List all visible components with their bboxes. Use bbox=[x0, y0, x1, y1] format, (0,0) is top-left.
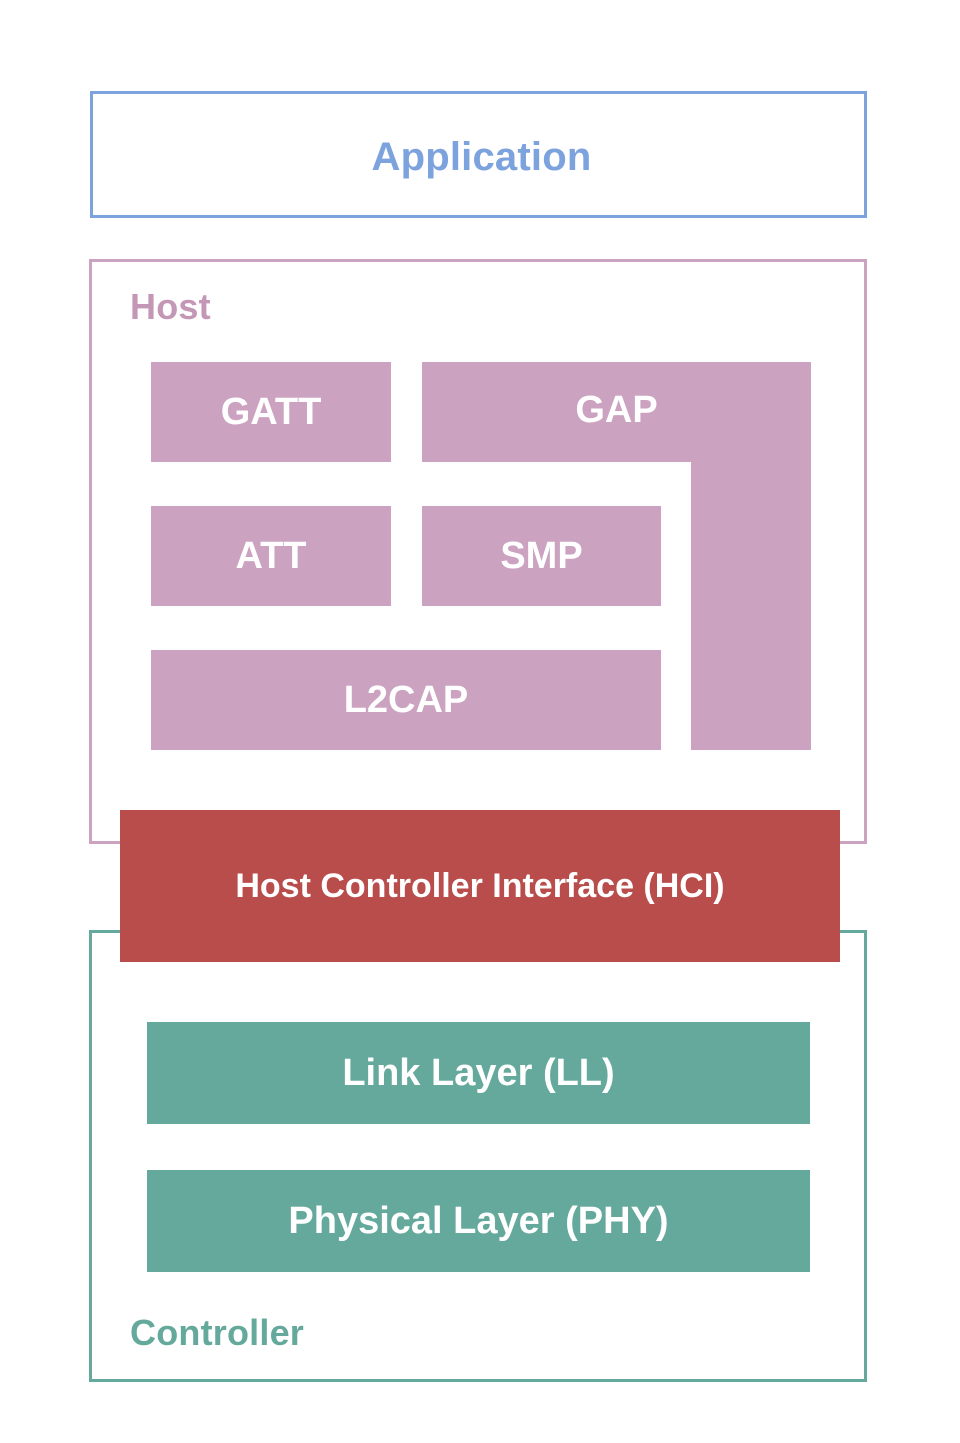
host-controller-interface-bar: Host Controller Interface (HCI) bbox=[120, 810, 840, 962]
controller-group-box: Controller bbox=[89, 930, 867, 1382]
host-block-gap-label: GAP bbox=[575, 389, 658, 431]
controller-block-link-layer: Link Layer (LL) bbox=[147, 1022, 810, 1124]
application-group-box: Application bbox=[90, 91, 867, 218]
host-block-att: ATT bbox=[151, 506, 391, 606]
application-label: Application bbox=[371, 135, 592, 179]
host-block-l2cap: L2CAP bbox=[151, 650, 661, 750]
host-block-gatt: GATT bbox=[151, 362, 391, 462]
controller-block-physical-layer: Physical Layer (PHY) bbox=[147, 1170, 810, 1272]
controller-label: Controller bbox=[130, 1312, 305, 1353]
host-block-smp: SMP bbox=[422, 506, 661, 606]
host-label: Host bbox=[130, 286, 211, 327]
